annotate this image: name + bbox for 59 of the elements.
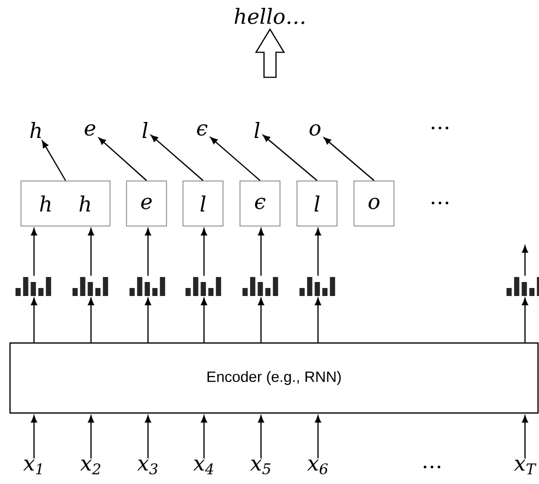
- letter-box: ϵ: [240, 180, 280, 226]
- letter-box: l: [182, 180, 224, 226]
- output-letter: l: [142, 122, 148, 138]
- letter-box: h h: [20, 180, 110, 226]
- arrow: [522, 298, 528, 342]
- input-symbol: x$_{T}$: [514, 460, 536, 474]
- arrow: [144, 415, 152, 458]
- input-symbol: x$_{2}$: [80, 460, 100, 474]
- output-letter: l: [254, 122, 260, 138]
- letter-box: o: [354, 180, 394, 226]
- arrow: [258, 415, 264, 458]
- arrow: [200, 415, 208, 458]
- histogram-icon: [16, 277, 52, 296]
- histogram-icon: [130, 277, 166, 296]
- arrow: [200, 228, 208, 276]
- input-symbol: x$_{6}$: [307, 460, 328, 474]
- output-letter: ϵ: [197, 124, 208, 136]
- arrow: [200, 298, 208, 342]
- letter-box: l: [296, 180, 338, 226]
- arrow: [88, 228, 94, 276]
- input-symbol: x$_{4}$: [193, 460, 214, 474]
- arrow: [88, 298, 94, 342]
- output-word: hello…: [234, 8, 304, 24]
- histogram-icon: [242, 277, 278, 296]
- arrow: [144, 228, 152, 276]
- arrow: [30, 298, 38, 342]
- ellipsis: …: [432, 202, 448, 204]
- ellipsis: …: [432, 126, 448, 130]
- histogram-icon: [72, 277, 108, 296]
- arrow: [30, 228, 38, 276]
- encoder-box: Encoder (e.g., RNN): [9, 342, 539, 414]
- arrow: [150, 134, 204, 181]
- arrow: [314, 228, 322, 276]
- arrow: [98, 138, 147, 181]
- arrow: [262, 134, 318, 181]
- histogram-icon: [186, 277, 222, 296]
- arrow: [258, 228, 264, 276]
- arrow: [522, 415, 528, 459]
- arrow: [314, 415, 322, 458]
- output-letter: o: [310, 124, 320, 136]
- hollow-arrow: [254, 28, 286, 78]
- histogram-icon: [300, 277, 336, 296]
- input-symbol: x$_{1}$: [23, 460, 42, 474]
- arrow: [88, 415, 94, 458]
- output-letter: h: [30, 122, 41, 138]
- histogram-icon: [506, 277, 539, 296]
- arrow: [522, 246, 528, 276]
- output-letter: e: [84, 124, 96, 136]
- arrow: [42, 140, 66, 181]
- arrow: [144, 298, 152, 342]
- ellipsis: …: [424, 466, 440, 468]
- arrow: [258, 298, 264, 342]
- letter-box: e: [126, 180, 167, 226]
- arrow: [324, 137, 374, 181]
- arrow: [210, 137, 260, 181]
- arrow: [314, 298, 322, 342]
- input-symbol: x$_{3}$: [137, 460, 158, 474]
- input-symbol: x$_{5}$: [250, 460, 270, 474]
- arrow: [30, 415, 38, 458]
